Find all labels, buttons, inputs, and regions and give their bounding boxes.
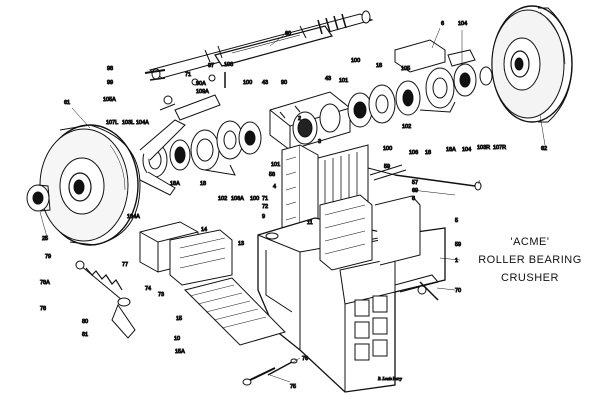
part-label: 59 [455, 242, 461, 248]
left-flywheel [39, 124, 141, 246]
part-label: 9 [262, 214, 265, 220]
left-bearing-assembly [139, 94, 262, 196]
part-label: 8 [412, 196, 415, 202]
small-fasteners [144, 69, 226, 111]
part-label: 107R [493, 145, 506, 151]
toggle-seat-block [139, 221, 233, 286]
part-label: 100 [243, 80, 252, 86]
part-label: 101 [339, 78, 348, 84]
part-label: 90A [196, 81, 206, 87]
part-label: 71 [185, 72, 191, 78]
title-line-3: CRUSHER [501, 272, 559, 284]
part-label: 75 [290, 384, 296, 390]
part-label: 5 [455, 218, 458, 224]
part-label: 74 [145, 286, 151, 292]
part-label: 18 [200, 181, 206, 187]
tension-rod [367, 164, 482, 191]
part-label: 59 [384, 164, 390, 170]
part-label: 98 [107, 66, 113, 72]
part-label: 13 [238, 241, 244, 247]
part-label: 18A [446, 147, 456, 153]
swing-jaw-head [269, 91, 351, 151]
part-label: 102 [218, 196, 227, 202]
part-label: 71 [262, 196, 268, 202]
part-label: 72 [262, 204, 268, 210]
cheek-plates [319, 194, 421, 271]
part-label: 105A [103, 97, 116, 103]
part-label: 106A [231, 196, 244, 202]
part-label: 2 [298, 116, 301, 122]
part-label: 78A [40, 280, 50, 286]
crusher-frame [257, 217, 446, 393]
part-label: 15A [175, 349, 185, 355]
part-label: 100 [383, 146, 392, 152]
part-label: 108 [224, 62, 233, 68]
part-label: 70 [455, 288, 461, 294]
part-label: 80 [82, 319, 88, 325]
part-label: 90 [281, 80, 287, 86]
leader-lines [39, 27, 546, 383]
eccentric-shaft [148, 10, 374, 80]
part-label: 77 [122, 262, 128, 268]
part-label: 6 [441, 21, 444, 27]
part-label: 103L [122, 120, 134, 126]
part-label: 102 [402, 124, 411, 130]
part-label: 57 [412, 180, 418, 186]
part-label: 18 [376, 63, 382, 69]
part-label: 73 [158, 292, 164, 298]
collar-25 [26, 184, 51, 212]
part-label: 104A [136, 120, 149, 126]
toggle-plate [184, 277, 286, 346]
part-label: 3 [318, 139, 321, 145]
part-label: 101 [271, 162, 280, 168]
title-line-1: 'ACME' [510, 236, 550, 248]
part-label: 60 [285, 31, 291, 37]
part-label: 18 [425, 150, 431, 156]
part-label: 61 [64, 100, 70, 106]
part-label: 81 [82, 332, 88, 338]
bottom-bolts [242, 358, 298, 386]
part-label: 100 [250, 196, 259, 202]
part-label: 78 [40, 306, 46, 312]
part-label: 104A [127, 214, 140, 220]
part-label: 97 [208, 63, 214, 69]
part-label: 69 [412, 188, 418, 194]
part-label: 104 [458, 21, 467, 27]
right-bearing-assembly [347, 39, 493, 128]
right-flywheel [491, 5, 573, 123]
part-label-group: 60 6 104 98 99 97 71 90A 108 109A 105A 9… [40, 21, 548, 391]
part-label: 100 [351, 58, 360, 64]
part-label: 105 [401, 66, 410, 72]
part-label: 25 [42, 236, 48, 242]
part-label: 107L [106, 120, 118, 126]
part-label: 79 [45, 254, 51, 260]
part-label: 14 [201, 227, 207, 233]
part-label: 43 [325, 76, 331, 82]
part-label: 58 [269, 172, 275, 178]
swing-jaw-body [281, 144, 319, 241]
part-label: 62 [541, 146, 547, 152]
part-label: 76 [302, 356, 308, 362]
part-label: 15 [176, 316, 182, 322]
part-label: 109A [196, 89, 209, 95]
tension-spring [75, 260, 136, 339]
part-label: 11 [307, 220, 313, 226]
part-label: 4 [273, 184, 276, 190]
part-label: 10 [174, 336, 180, 342]
part-label: 106 [409, 150, 418, 156]
part-label: 104 [462, 147, 471, 153]
part-label: 43 [262, 80, 268, 86]
title-line-2: ROLLER BEARING [478, 254, 582, 266]
artist-signature: B. Lewis Perry [378, 376, 402, 381]
part-label: 103R [477, 145, 490, 151]
part-label: 1 [455, 258, 458, 264]
part-label: 99 [107, 80, 113, 86]
part-label: 18A [170, 181, 180, 187]
